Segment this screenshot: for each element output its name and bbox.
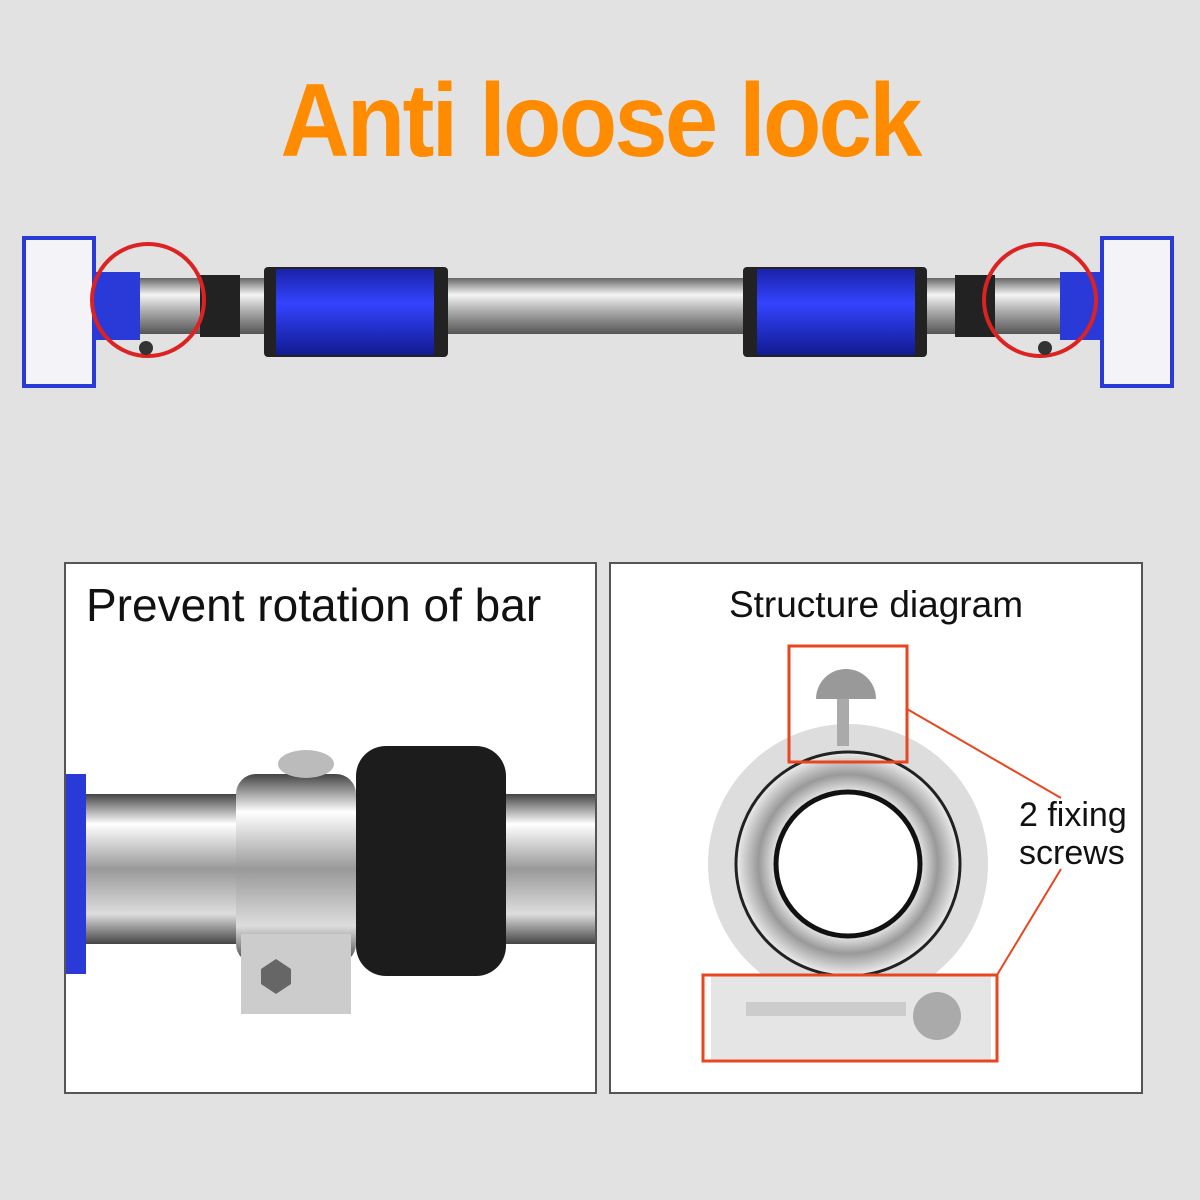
callout-line-2: screws — [1019, 834, 1125, 872]
fixing-screws-callout: 2 fixing screws — [1019, 796, 1127, 872]
callout-line-1: 2 fixing — [1019, 796, 1127, 834]
pull-up-bar-image — [0, 200, 1200, 400]
panel-label: Structure diagram — [728, 584, 1024, 625]
clamp-structure-illustration — [701, 644, 1062, 1063]
bar-closeup-illustration — [66, 746, 595, 1014]
structure-diagram-panel: Structure diagram 2 fixing screws — [609, 562, 1143, 1094]
pull-up-bar-illustration — [22, 236, 1174, 388]
prevent-rotation-panel: Prevent rotation of bar — [64, 562, 597, 1094]
panel-label: Prevent rotation of bar — [86, 579, 542, 631]
headline: Anti loose lock — [280, 63, 922, 179]
